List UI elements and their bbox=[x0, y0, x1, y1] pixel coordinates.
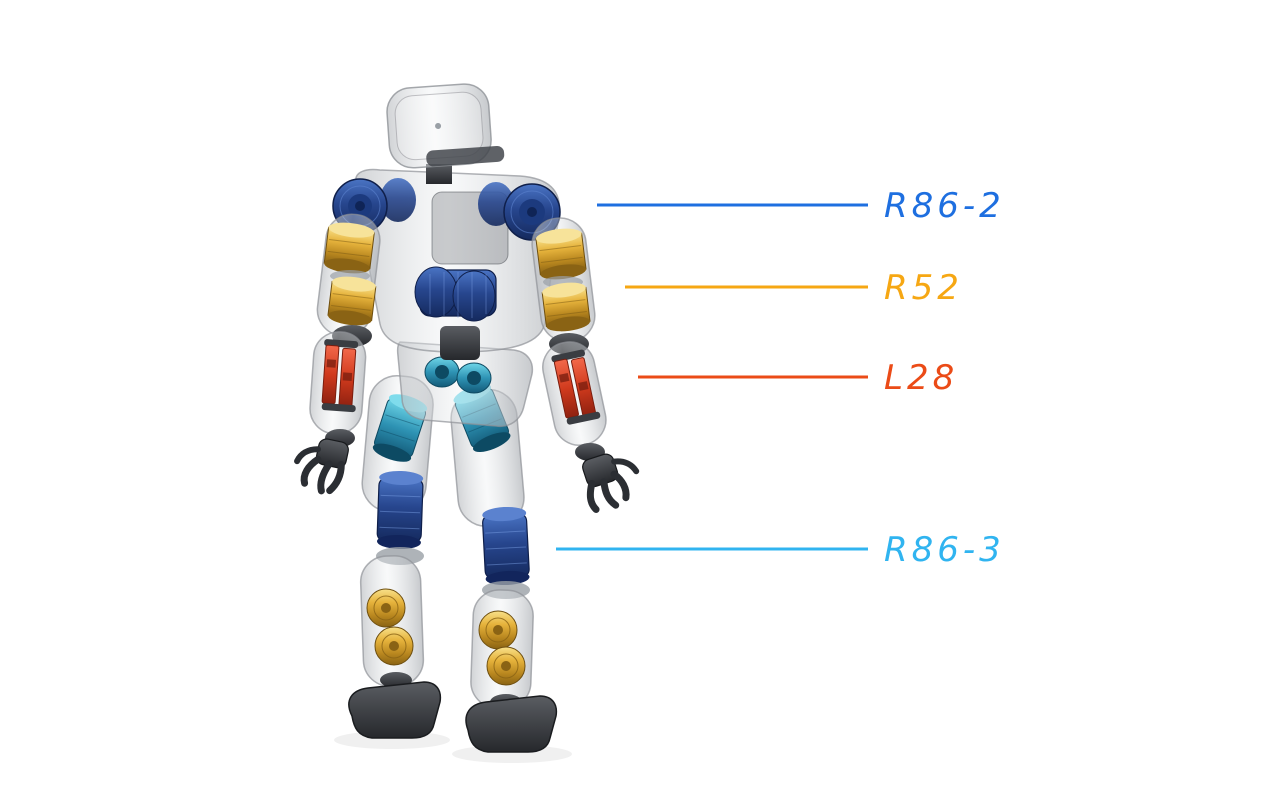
left-knee-actuator bbox=[376, 470, 424, 550]
callout-label-r52: R52 bbox=[884, 268, 963, 308]
right-knee-actuator bbox=[482, 506, 530, 586]
robot-right-leg bbox=[450, 383, 558, 753]
right-foot bbox=[465, 695, 558, 753]
callouts: R86-2 R52 L28 R86-3 bbox=[556, 186, 1005, 570]
right-hand bbox=[582, 453, 640, 513]
left-hand bbox=[294, 438, 349, 495]
right-shoulder-actuator bbox=[478, 182, 561, 241]
robot-left-arm bbox=[294, 213, 381, 495]
robot-left-leg bbox=[348, 375, 442, 739]
callout-label-r86-3: R86-3 bbox=[884, 530, 1005, 570]
head-visor-mount bbox=[426, 145, 505, 167]
robot-right-arm bbox=[531, 217, 640, 513]
callout-label-r86-2: R86-2 bbox=[884, 186, 1005, 226]
hip-actuators bbox=[424, 356, 492, 394]
waist-actuator bbox=[414, 266, 497, 322]
waist-hub bbox=[440, 326, 480, 360]
head-sensor-dot bbox=[435, 122, 442, 129]
left-ankle-actuator bbox=[366, 588, 414, 666]
robot-neck bbox=[426, 164, 452, 184]
left-forearm-actuator bbox=[321, 339, 359, 413]
callout-label-l28: L28 bbox=[884, 358, 958, 398]
robot-pelvis bbox=[396, 341, 534, 428]
right-ankle-actuator bbox=[478, 610, 526, 686]
left-foot bbox=[348, 681, 442, 739]
left-elbow-actuator bbox=[323, 222, 377, 326]
right-forearm-actuator bbox=[551, 349, 601, 425]
robot-head bbox=[386, 83, 505, 169]
right-elbow-actuator bbox=[535, 228, 591, 332]
